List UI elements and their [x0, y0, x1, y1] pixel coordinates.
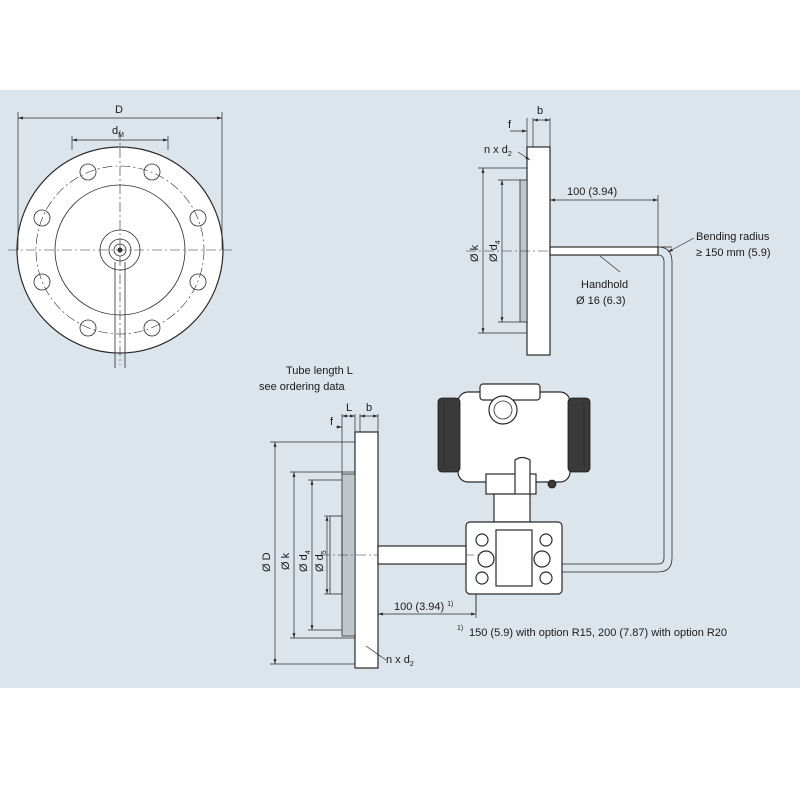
sensor-neck — [493, 493, 531, 523]
label-dM: dM — [112, 125, 124, 139]
label-k: Ø k — [280, 552, 292, 570]
capillary-line-inner — [560, 254, 665, 565]
leader-bending — [667, 237, 695, 253]
flange-bolts — [475, 533, 553, 585]
label-n-d2: n x d2 — [484, 144, 512, 158]
label-d4: Ø d4 — [298, 550, 312, 572]
flange-bolt — [475, 533, 489, 547]
bolt-hole — [189, 273, 207, 291]
label-tube-1: Tube length L — [286, 365, 353, 377]
bottom-flange-body — [354, 431, 379, 669]
bottom-flange-side-view: Tube length L see ordering data f L b Ø … — [259, 365, 480, 669]
bolt-hole — [143, 163, 161, 181]
label-d5: Ø d5 — [314, 550, 328, 572]
process-port — [533, 550, 551, 568]
top-flange-side-view: f b n x d2 Ø k Ø d4 100 (3.94) Bending r… — [466, 105, 771, 573]
bolt-hole — [143, 319, 161, 337]
display-knob-inner — [493, 400, 513, 420]
footnote-text: 150 (5.9) with option R15, 200 (7.87) wi… — [469, 627, 727, 639]
label-D: D — [115, 104, 123, 116]
display-knob — [488, 395, 518, 425]
housing-right-cover — [567, 397, 591, 473]
label-handhold-1: Handhold — [581, 279, 628, 291]
bolt-holes — [33, 163, 207, 337]
footnote: 1) 150 (5.9) with option R15, 200 (7.87)… — [457, 625, 727, 639]
label-b: b — [366, 402, 372, 414]
label-k: Ø k — [469, 244, 481, 262]
bottom-capillary — [377, 545, 467, 565]
label-bending-2: ≥ 150 mm (5.9) — [696, 247, 771, 259]
footnote-mark: 1) — [457, 625, 463, 632]
label-f: f — [330, 416, 334, 428]
label-tube-2: see ordering data — [259, 381, 345, 393]
flange-bolt — [539, 571, 553, 585]
label-100-bottom: 100 (3.94)1) — [394, 601, 453, 613]
label-f: f — [508, 119, 512, 131]
ground-screw — [547, 479, 557, 489]
flange-bolt — [475, 571, 489, 585]
label-n-d2: n x d2 — [386, 654, 414, 668]
label-d4: Ø d4 — [488, 240, 502, 262]
top-capillary — [549, 246, 659, 256]
leader-n-d2 — [517, 151, 531, 161]
label-b: b — [537, 105, 543, 117]
flange-bolt — [539, 533, 553, 547]
process-port — [477, 550, 495, 568]
label-D: Ø D — [261, 552, 273, 572]
leader-handhold — [599, 255, 621, 273]
label-bending-1: Bending radius — [696, 231, 770, 243]
pressure-transmitter — [437, 383, 591, 612]
bolt-hole — [33, 209, 51, 227]
label-L: L — [346, 402, 352, 414]
bolt-hole — [33, 273, 51, 291]
leader-n-d2 — [365, 645, 387, 661]
housing-left-cover — [437, 397, 461, 473]
label-handhold-2: Ø 16 (6.3) — [576, 295, 626, 307]
bolt-hole — [189, 209, 207, 227]
cable-gland — [514, 456, 531, 497]
label-100-top: 100 (3.94) — [567, 186, 617, 198]
bolt-hole — [79, 163, 97, 181]
center-body — [495, 529, 533, 587]
bolt-hole — [79, 319, 97, 337]
flange-front-view: D dM — [8, 104, 232, 368]
capillary-line-outer — [560, 246, 673, 573]
